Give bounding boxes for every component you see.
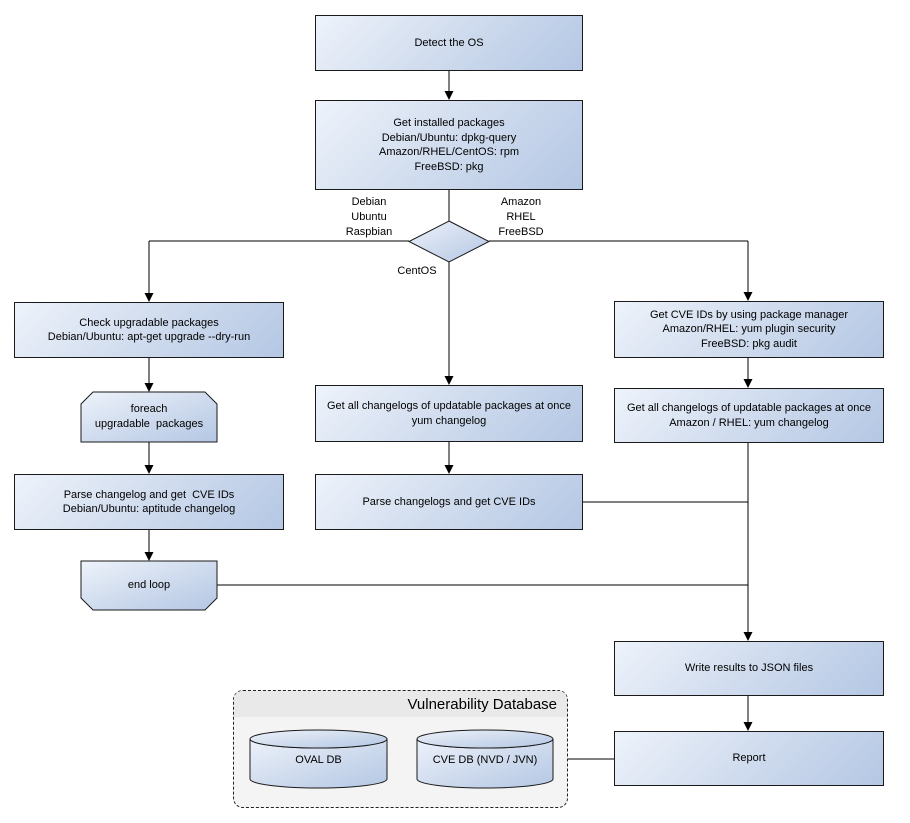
node-get-cve-ids-line1: Get CVE IDs by using package manager bbox=[649, 308, 849, 321]
oval-db-label-text: OVAL DB bbox=[295, 753, 342, 766]
node-write-results-label: Write results to JSON files bbox=[684, 662, 814, 675]
arrowhead-into-endloop bbox=[144, 552, 154, 561]
arrowhead-into-check bbox=[144, 293, 154, 302]
oval-db-label: OVAL DB bbox=[250, 746, 387, 774]
node-parse-changelogs-centos-label: Parse changelogs and get CVE IDs bbox=[362, 495, 536, 508]
arrowhead-into-changelogs-amazon bbox=[743, 379, 753, 388]
node-get-installed-packages: Get installed packages Debian/Ubuntu: dp… bbox=[315, 100, 583, 190]
branch-label-ubuntu: Ubuntu bbox=[351, 211, 387, 223]
node-parse-changelog-debian: Parse changelog and get CVE IDs Debian/U… bbox=[14, 474, 284, 530]
arrowhead-into-report bbox=[743, 722, 753, 731]
node-get-installed-packages-line4: FreeBSD: pkg bbox=[414, 160, 484, 173]
node-get-changelogs-amazon-line2: Amazon / RHEL: yum changelog bbox=[669, 416, 829, 429]
branch-label-bottom: CentOS bbox=[383, 264, 451, 279]
node-get-installed-packages-line1: Get installed packages bbox=[393, 117, 505, 129]
cve-db-label: CVE DB (NVD / JVN) bbox=[417, 746, 553, 774]
node-report: Report bbox=[614, 731, 884, 786]
node-get-installed-packages-line2: Debian/Ubuntu: dpkg-query bbox=[381, 131, 517, 144]
loop-start-label-line1: foreach bbox=[130, 403, 168, 415]
node-detect-os: Detect the OS bbox=[315, 15, 583, 71]
node-get-changelogs-centos-line2: yum changelog bbox=[411, 414, 487, 427]
arrowhead-into-foreach bbox=[144, 383, 154, 392]
node-get-installed-packages-line3: Amazon/RHEL/CentOS: rpm bbox=[379, 146, 519, 158]
arrowhead-into-write-results bbox=[743, 632, 753, 641]
node-check-upgradable-line1: Check upgradable packages bbox=[79, 316, 219, 329]
vulnerability-database-title-band: Vulnerability Database bbox=[234, 691, 567, 717]
branch-label-right: Amazon RHEL FreeBSD bbox=[477, 195, 565, 240]
arrowhead-into-parse-centos bbox=[444, 465, 454, 474]
loop-start-label: foreach upgradable packages bbox=[81, 392, 217, 442]
node-write-results-json: Write results to JSON files bbox=[614, 641, 884, 696]
branch-label-amazon: Amazon bbox=[500, 196, 542, 208]
branch-label-rhel: RHEL bbox=[506, 211, 536, 223]
node-parse-changelogs-centos: Parse changelogs and get CVE IDs bbox=[315, 474, 583, 530]
branch-label-left: Debian Ubuntu Raspbian bbox=[325, 195, 413, 240]
node-get-changelogs-amazon-line1: Get all changelogs of updatable packages… bbox=[626, 402, 871, 414]
arrowhead-into-parse-debian bbox=[144, 465, 154, 474]
branch-label-centos: CentOS bbox=[397, 265, 437, 277]
arrowhead-into-cveids bbox=[743, 292, 753, 301]
node-get-cve-ids-line3: FreeBSD: pkg audit bbox=[701, 337, 797, 350]
node-get-cve-ids-package-manager: Get CVE IDs by using package manager Ama… bbox=[614, 301, 884, 358]
cve-db-label-text: CVE DB (NVD / JVN) bbox=[432, 753, 538, 766]
loop-start-label-line2: upgradable packages bbox=[94, 418, 204, 430]
loop-end-label: end loop bbox=[81, 561, 217, 610]
node-check-upgradable-packages: Check upgradable packages Debian/Ubuntu:… bbox=[14, 302, 284, 358]
loop-end-label-line1: end loop bbox=[127, 579, 171, 591]
node-report-label: Report bbox=[732, 752, 766, 765]
branch-label-freebsd: FreeBSD bbox=[498, 226, 544, 238]
node-check-upgradable-line2: Debian/Ubuntu: apt-get upgrade --dry-run bbox=[47, 331, 251, 343]
node-parse-changelog-debian-line2: Debian/Ubuntu: aptitude changelog bbox=[62, 503, 236, 515]
branch-label-debian: Debian bbox=[351, 196, 387, 208]
vulnerability-database-title: Vulnerability Database bbox=[407, 695, 557, 713]
node-detect-os-label: Detect the OS bbox=[414, 36, 484, 49]
arrowhead-into-installed bbox=[444, 91, 454, 100]
node-get-changelogs-amazon-rhel: Get all changelogs of updatable packages… bbox=[614, 388, 884, 443]
node-get-cve-ids-line2: Amazon/RHEL: yum plugin security bbox=[662, 323, 836, 336]
node-get-changelogs-centos: Get all changelogs of updatable packages… bbox=[315, 385, 583, 442]
node-get-changelogs-centos-line1: Get all changelogs of updatable packages… bbox=[326, 400, 571, 412]
branch-label-raspbian: Raspbian bbox=[345, 226, 393, 238]
node-parse-changelog-debian-line1: Parse changelog and get CVE IDs bbox=[63, 488, 235, 501]
arrowhead-into-changelogs-centos bbox=[444, 376, 454, 385]
